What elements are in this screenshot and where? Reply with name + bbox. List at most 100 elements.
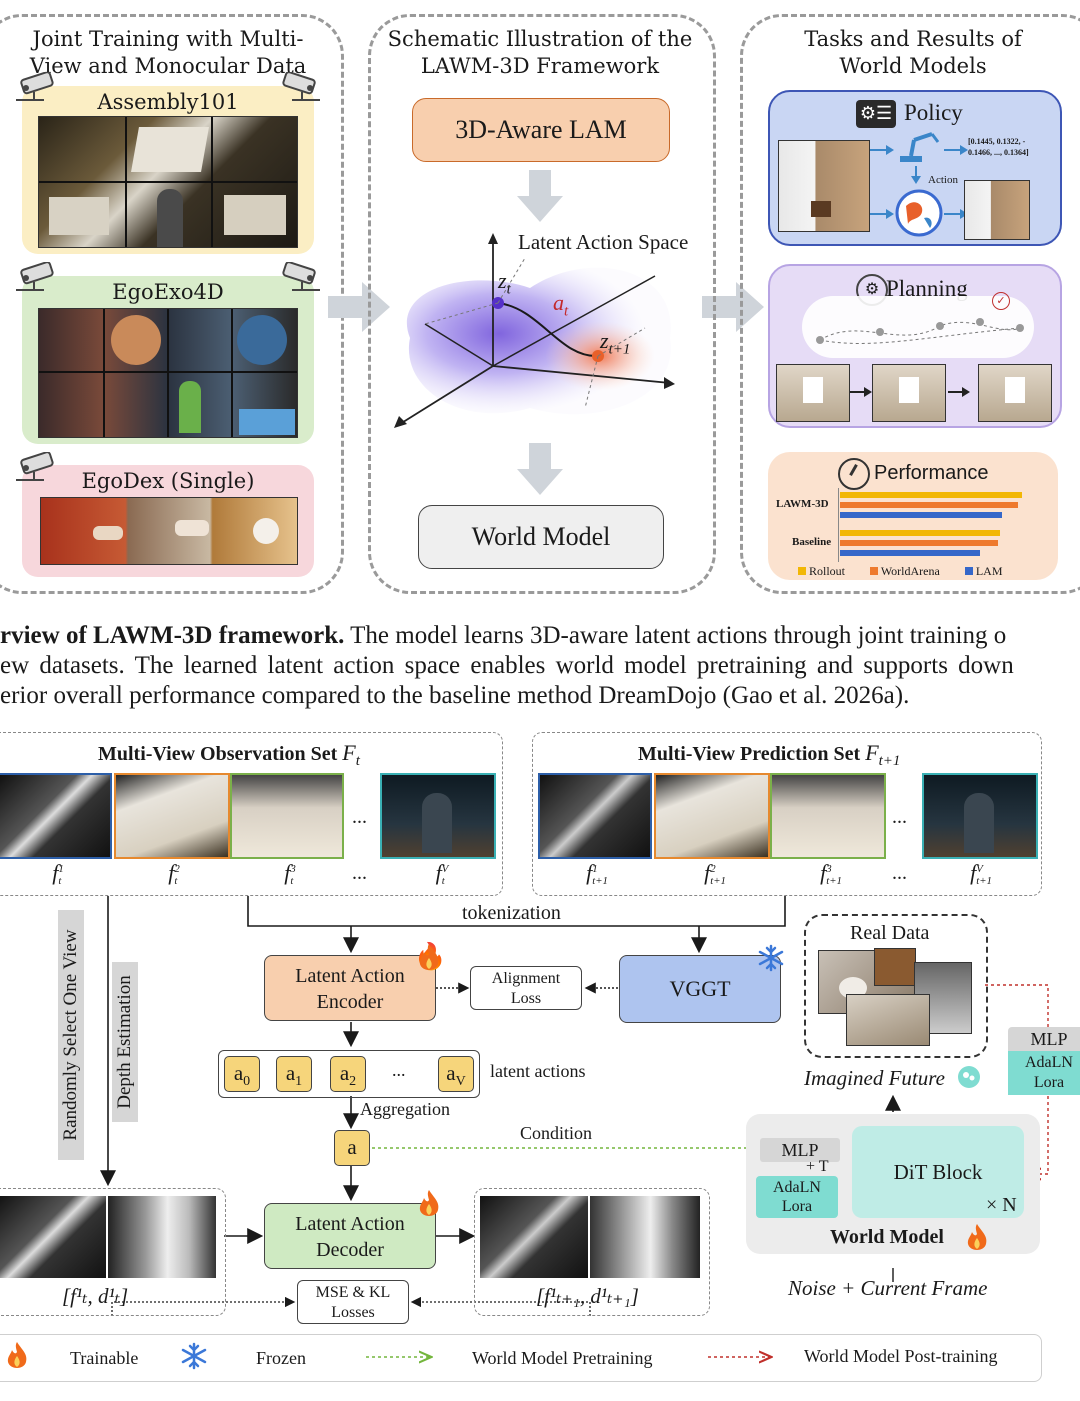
z-t-label: zt xyxy=(498,268,511,298)
symbol: a xyxy=(553,290,564,315)
panel-schematic xyxy=(368,14,716,594)
legend-box xyxy=(0,1334,1042,1382)
base: f xyxy=(820,860,827,885)
obs-frame-2 xyxy=(114,773,230,859)
sup: 3 xyxy=(290,862,296,875)
noise-frame-label: Noise + Current Frame xyxy=(788,1276,988,1300)
adaln-lora-box: AdaLN Lora xyxy=(756,1176,838,1218)
camera-icon xyxy=(16,72,54,101)
latent-actions-label: latent actions xyxy=(490,1061,586,1081)
arrow-down-icon xyxy=(911,166,921,184)
panel-tasks-title: Tasks and Results of World Models xyxy=(768,26,1058,80)
title-line: View and Monocular Data xyxy=(29,54,307,78)
brain-icon xyxy=(958,1066,980,1088)
perf-category-baseline: Baseline xyxy=(792,536,832,548)
observation-set-title: Multi-View Observation Set Ft xyxy=(98,740,360,770)
arrow-right-icon xyxy=(328,282,390,332)
input-depth-frame xyxy=(108,1196,216,1278)
policy-label: Policy xyxy=(904,100,963,125)
sub: 2 xyxy=(349,1074,357,1090)
bar-lawm-lam xyxy=(840,512,1002,518)
dataset-egoexo4d: EgoExo4D xyxy=(22,276,314,444)
base: f xyxy=(284,860,291,885)
perf-category-lawm: LAWM-3D xyxy=(776,498,829,510)
perf-axis xyxy=(838,488,839,562)
real-data-image-4 xyxy=(846,994,930,1046)
pred-frame-2 xyxy=(654,773,770,859)
snowflake-icon xyxy=(758,944,784,972)
observation-set-box xyxy=(0,732,503,896)
base: a xyxy=(446,1061,456,1085)
egodex-image-strip xyxy=(40,497,298,565)
caption-bold: rview of LAWM-3D framework. xyxy=(0,622,345,649)
title-line: Schematic Illustration of the xyxy=(387,27,693,51)
token-a0: a0 xyxy=(224,1056,260,1092)
grid-line xyxy=(103,309,105,437)
obs-frame-1 xyxy=(0,773,112,859)
grid-line xyxy=(231,309,233,437)
vggt-box: VGGT xyxy=(619,955,781,1023)
label-line: AdaLN xyxy=(773,1179,821,1196)
label-line: Decoder xyxy=(316,1239,384,1261)
title-line: World Models xyxy=(839,54,987,78)
input-pair-label: [f¹ₜ, d¹ₜ] xyxy=(62,1284,129,1308)
planning-frame-1 xyxy=(776,364,850,422)
real-data-label: Real Data xyxy=(850,922,930,944)
symbol: z xyxy=(600,328,609,353)
sup: 3 xyxy=(826,862,832,875)
snowflake-icon xyxy=(181,1342,207,1370)
input-rgb-frame xyxy=(0,1196,106,1278)
label-line: Lora xyxy=(781,1198,813,1215)
legend-swatch xyxy=(798,567,806,575)
subscript: t xyxy=(506,281,511,298)
policy-vector: [0.1445, 0.1322, - 0.1466, ..., 0.1364] xyxy=(968,136,1029,158)
gear-icon: ⚙☰ xyxy=(856,100,896,128)
policy-output-image xyxy=(964,180,1030,240)
base: f xyxy=(52,860,59,885)
table-surface xyxy=(49,197,109,235)
gauge-icon xyxy=(838,458,870,490)
latent-space-label: Latent Action Space xyxy=(518,230,689,254)
mse-kl-loss-box: MSE & KL Losses xyxy=(297,1280,409,1324)
random-select-label: Randomly Select One View xyxy=(58,910,84,1160)
prediction-set-title: Multi-View Prediction Set Ft+1 xyxy=(638,740,900,770)
caption-line-1: rview of LAWM-3D framework. The model le… xyxy=(0,621,1006,651)
robot-arm-icon xyxy=(900,132,940,162)
paper xyxy=(1005,377,1025,403)
panel-schematic-title: Schematic Illustration of the LAWM-3D Fr… xyxy=(380,26,700,80)
pred-frame-1 xyxy=(538,773,652,859)
token-av: aV xyxy=(438,1056,474,1092)
tokenization-label: tokenization xyxy=(462,902,561,924)
caption-text: The model learns 3D-aware latent actions… xyxy=(344,622,1007,649)
dataset-assembly101: Assembly101 xyxy=(22,86,314,254)
base: f xyxy=(970,860,977,885)
label-line: Latent Action xyxy=(295,965,405,987)
fire-icon xyxy=(419,1190,439,1216)
camera-icon xyxy=(282,262,320,291)
world-globe-icon xyxy=(895,189,943,237)
output-depth-frame xyxy=(590,1196,700,1278)
subscript: t xyxy=(564,303,569,320)
base: f xyxy=(435,860,442,885)
latent-space-diagram xyxy=(394,233,675,428)
dataset-egodex: EgoDex (Single) xyxy=(22,465,314,577)
camera-icon xyxy=(16,452,54,481)
real-data-box xyxy=(804,914,988,1058)
dit-block: DiT Block xyxy=(852,1126,1024,1218)
camera-icon xyxy=(282,72,320,101)
output-rgb-frame xyxy=(480,1196,588,1278)
performance-card: Performance LAWM-3D Baseline Rollout Wor… xyxy=(768,452,1058,580)
arrow-down-icon xyxy=(517,443,563,495)
arrow-right-icon xyxy=(870,145,894,155)
planning-frame-2 xyxy=(872,364,946,422)
bar-baseline-worldarena xyxy=(840,540,998,546)
sub: t xyxy=(441,874,445,887)
paper xyxy=(899,377,919,403)
title-text: Multi-View Prediction Set xyxy=(638,743,866,765)
label-line: Alignment xyxy=(491,970,561,987)
post-adaln-box: AdaLN Lora xyxy=(1008,1051,1080,1095)
condition-label: Condition xyxy=(520,1123,593,1143)
